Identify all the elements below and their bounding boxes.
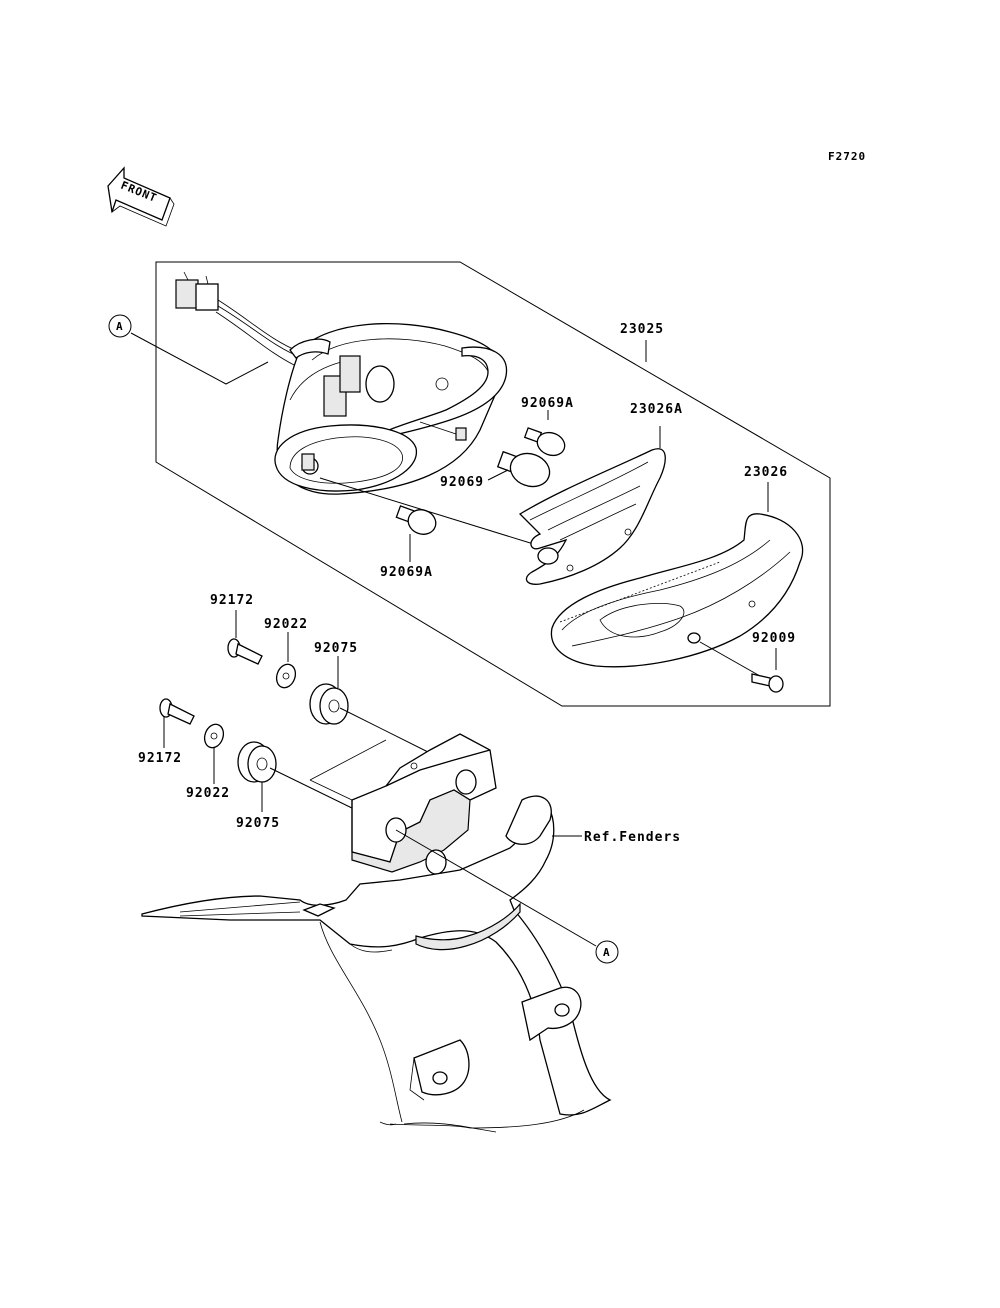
label-23026a: 23026A	[630, 402, 683, 417]
label-92022-top: 92022	[264, 617, 308, 632]
grommet-92075-bottom	[237, 741, 357, 812]
callout-a-bottom: A	[395, 829, 619, 964]
bulb-92069a-bottom	[395, 505, 437, 562]
label-92022-bottom: 92022	[186, 786, 230, 801]
connector	[175, 271, 303, 367]
washer-92022-top	[275, 632, 297, 689]
tail-light-housing	[274, 322, 508, 495]
screw-92172-top	[227, 610, 263, 665]
front-arrow-icon: FRONT	[107, 166, 175, 227]
label-92172-top: 92172	[210, 593, 254, 608]
bulb-92069a-top	[523, 410, 566, 457]
label-92069a-bottom: 92069A	[380, 565, 433, 580]
figure-code: F2720	[828, 150, 866, 163]
washer-92022-bottom	[203, 723, 225, 784]
screw-92172-bottom	[159, 698, 195, 748]
label-23025: 23025	[620, 322, 664, 337]
label-ref-fenders: Ref.Fenders	[584, 830, 681, 845]
svg-text:A: A	[116, 320, 124, 333]
label-92069: 92069	[440, 475, 484, 490]
label-92172-bottom: 92172	[138, 751, 182, 766]
grommet-92075-top	[309, 656, 429, 753]
label-92075-top: 92075	[314, 641, 358, 656]
label-92069a-top: 92069A	[521, 396, 574, 411]
label-92075-bottom: 92075	[236, 816, 280, 831]
lens-23026	[550, 482, 804, 668]
lens-23026a	[518, 426, 666, 585]
callout-a-top: A	[108, 314, 269, 385]
label-23026: 23026	[744, 465, 788, 480]
tapping-screw-92009	[699, 641, 784, 693]
assembly-outline	[155, 261, 831, 707]
rear-fender	[141, 795, 612, 1133]
bulb-92069	[487, 450, 551, 488]
label-92009: 92009	[752, 631, 796, 646]
leader-housing-lens	[319, 477, 541, 547]
svg-text:A: A	[603, 946, 611, 959]
mounting-bracket	[309, 733, 497, 875]
